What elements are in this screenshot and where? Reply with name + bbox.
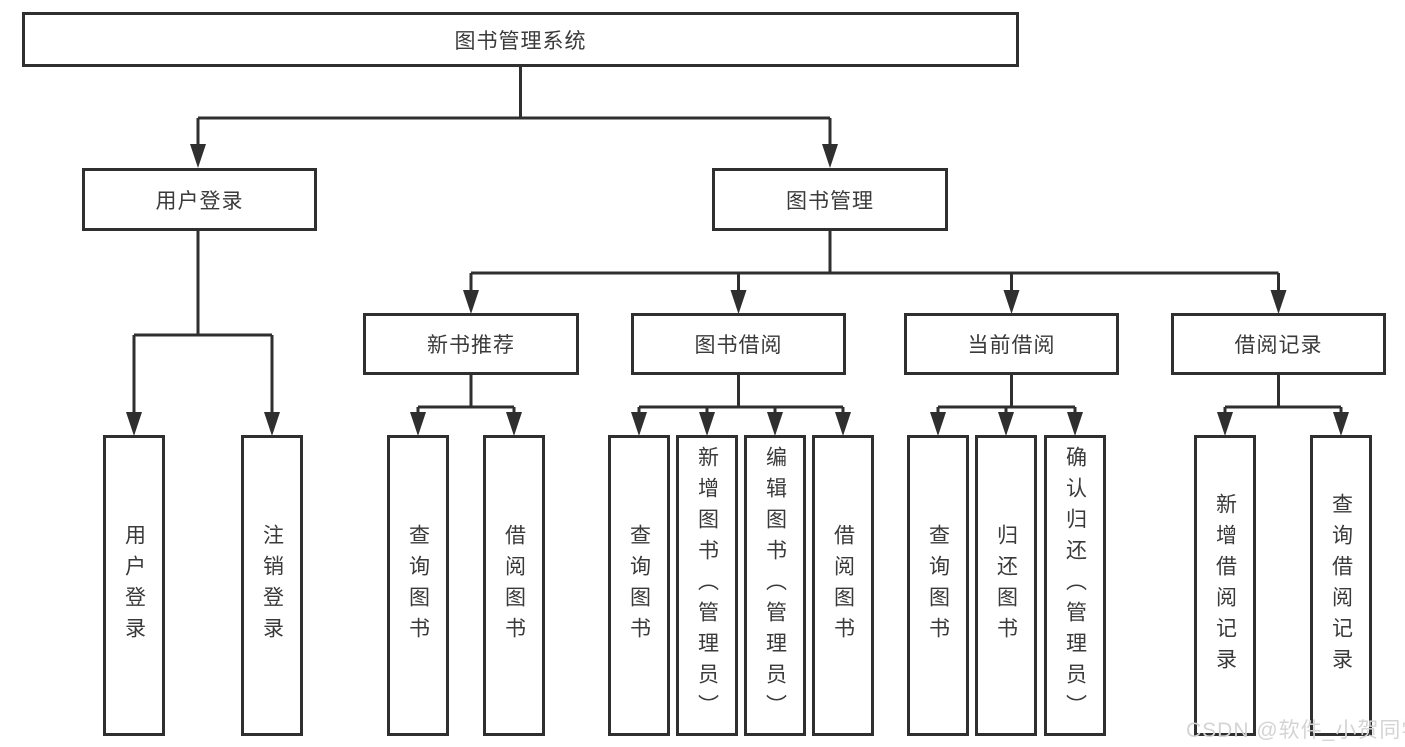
node-library-management-system: 图书管理系统	[22, 12, 1019, 67]
arrowhead	[699, 412, 715, 436]
node-user-login-branch: 用户登录	[82, 168, 317, 231]
edge-current-borrow-to-leaves	[936, 375, 1077, 416]
node-label: 图书管理系统	[454, 29, 587, 53]
leaf-label: 查询图书	[406, 523, 430, 648]
arrowhead	[835, 412, 851, 436]
leaf-label: 查询图书	[627, 523, 651, 648]
edge-root-to-level2	[196, 67, 832, 150]
arrowhead	[410, 412, 426, 436]
leaf-label: 用户登录	[122, 523, 146, 648]
leaf-borrow-books-recommend: 借阅图书	[483, 435, 545, 736]
leaf-edit-books-admin: 编辑图书（管理员）	[744, 435, 806, 736]
node-new-book-recommend: 新书推荐	[363, 313, 579, 375]
node-label: 用户登录	[155, 189, 244, 213]
leaf-label: 查询借阅记录	[1329, 492, 1353, 679]
arrowhead	[463, 290, 479, 314]
edge-book-borrow-to-leaves	[637, 375, 845, 416]
node-label: 借阅记录	[1234, 334, 1323, 357]
arrowhead	[998, 412, 1014, 436]
arrowhead	[1003, 290, 1020, 314]
leaf-query-books-borrow: 查询图书	[608, 435, 670, 736]
leaf-query-books-recommend: 查询图书	[387, 435, 449, 736]
arrowhead	[126, 412, 142, 436]
edge-records-to-leaves	[1223, 375, 1343, 416]
node-label: 新书推荐	[427, 334, 515, 357]
leaf-label: 归还图书	[994, 523, 1018, 648]
leaf-confirm-return-admin: 确认归还（管理员）	[1044, 435, 1106, 736]
leaf-return-books: 归还图书	[975, 435, 1037, 736]
arrowhead	[822, 144, 838, 168]
leaf-label: 编辑图书（管理员）	[763, 446, 787, 725]
arrowhead	[1333, 412, 1349, 436]
arrowhead	[730, 290, 747, 314]
leaf-query-borrow-record: 查询借阅记录	[1310, 435, 1372, 736]
arrowhead	[506, 412, 522, 436]
arrowhead	[264, 412, 280, 436]
node-borrow-records: 借阅记录	[1171, 313, 1386, 375]
arrowhead	[1217, 412, 1233, 436]
leaf-user-login: 用户登录	[103, 435, 165, 736]
edge-user-login-to-leaves	[132, 231, 274, 418]
leaf-logout: 注销登录	[241, 435, 303, 736]
leaf-label: 新增图书（管理员）	[695, 446, 719, 725]
node-book-management-branch: 图书管理	[712, 168, 948, 231]
arrowhead	[930, 412, 946, 436]
node-label: 图书管理	[786, 189, 874, 213]
edge-new-book-to-leaves	[416, 375, 516, 416]
leaf-label: 查询图书	[926, 523, 950, 648]
node-book-borrow: 图书借阅	[631, 313, 846, 375]
leaf-borrow-books: 借阅图书	[812, 435, 874, 736]
arrowhead	[767, 412, 783, 436]
leaf-label: 确认归还（管理员）	[1063, 446, 1087, 725]
csdn-watermark: CSDN @软件_小贺同学	[1186, 719, 1405, 742]
node-label: 当前借阅	[967, 334, 1056, 357]
edge-book-mgmt-to-level3	[469, 231, 1280, 296]
arrowhead	[1270, 290, 1287, 314]
leaf-query-books-current: 查询图书	[907, 435, 969, 736]
leaf-add-borrow-record: 新增借阅记录	[1194, 435, 1256, 736]
node-label: 图书借阅	[694, 334, 783, 357]
leaf-label: 注销登录	[260, 523, 284, 648]
leaf-label: 借阅图书	[502, 523, 526, 648]
leaf-label: 借阅图书	[831, 523, 855, 648]
arrowhead	[190, 144, 206, 168]
leaf-add-books-admin: 新增图书（管理员）	[676, 435, 738, 736]
arrowhead	[631, 412, 647, 436]
arrowhead	[1067, 412, 1083, 436]
leaf-label: 新增借阅记录	[1213, 492, 1237, 679]
node-current-borrow: 当前借阅	[904, 313, 1119, 375]
